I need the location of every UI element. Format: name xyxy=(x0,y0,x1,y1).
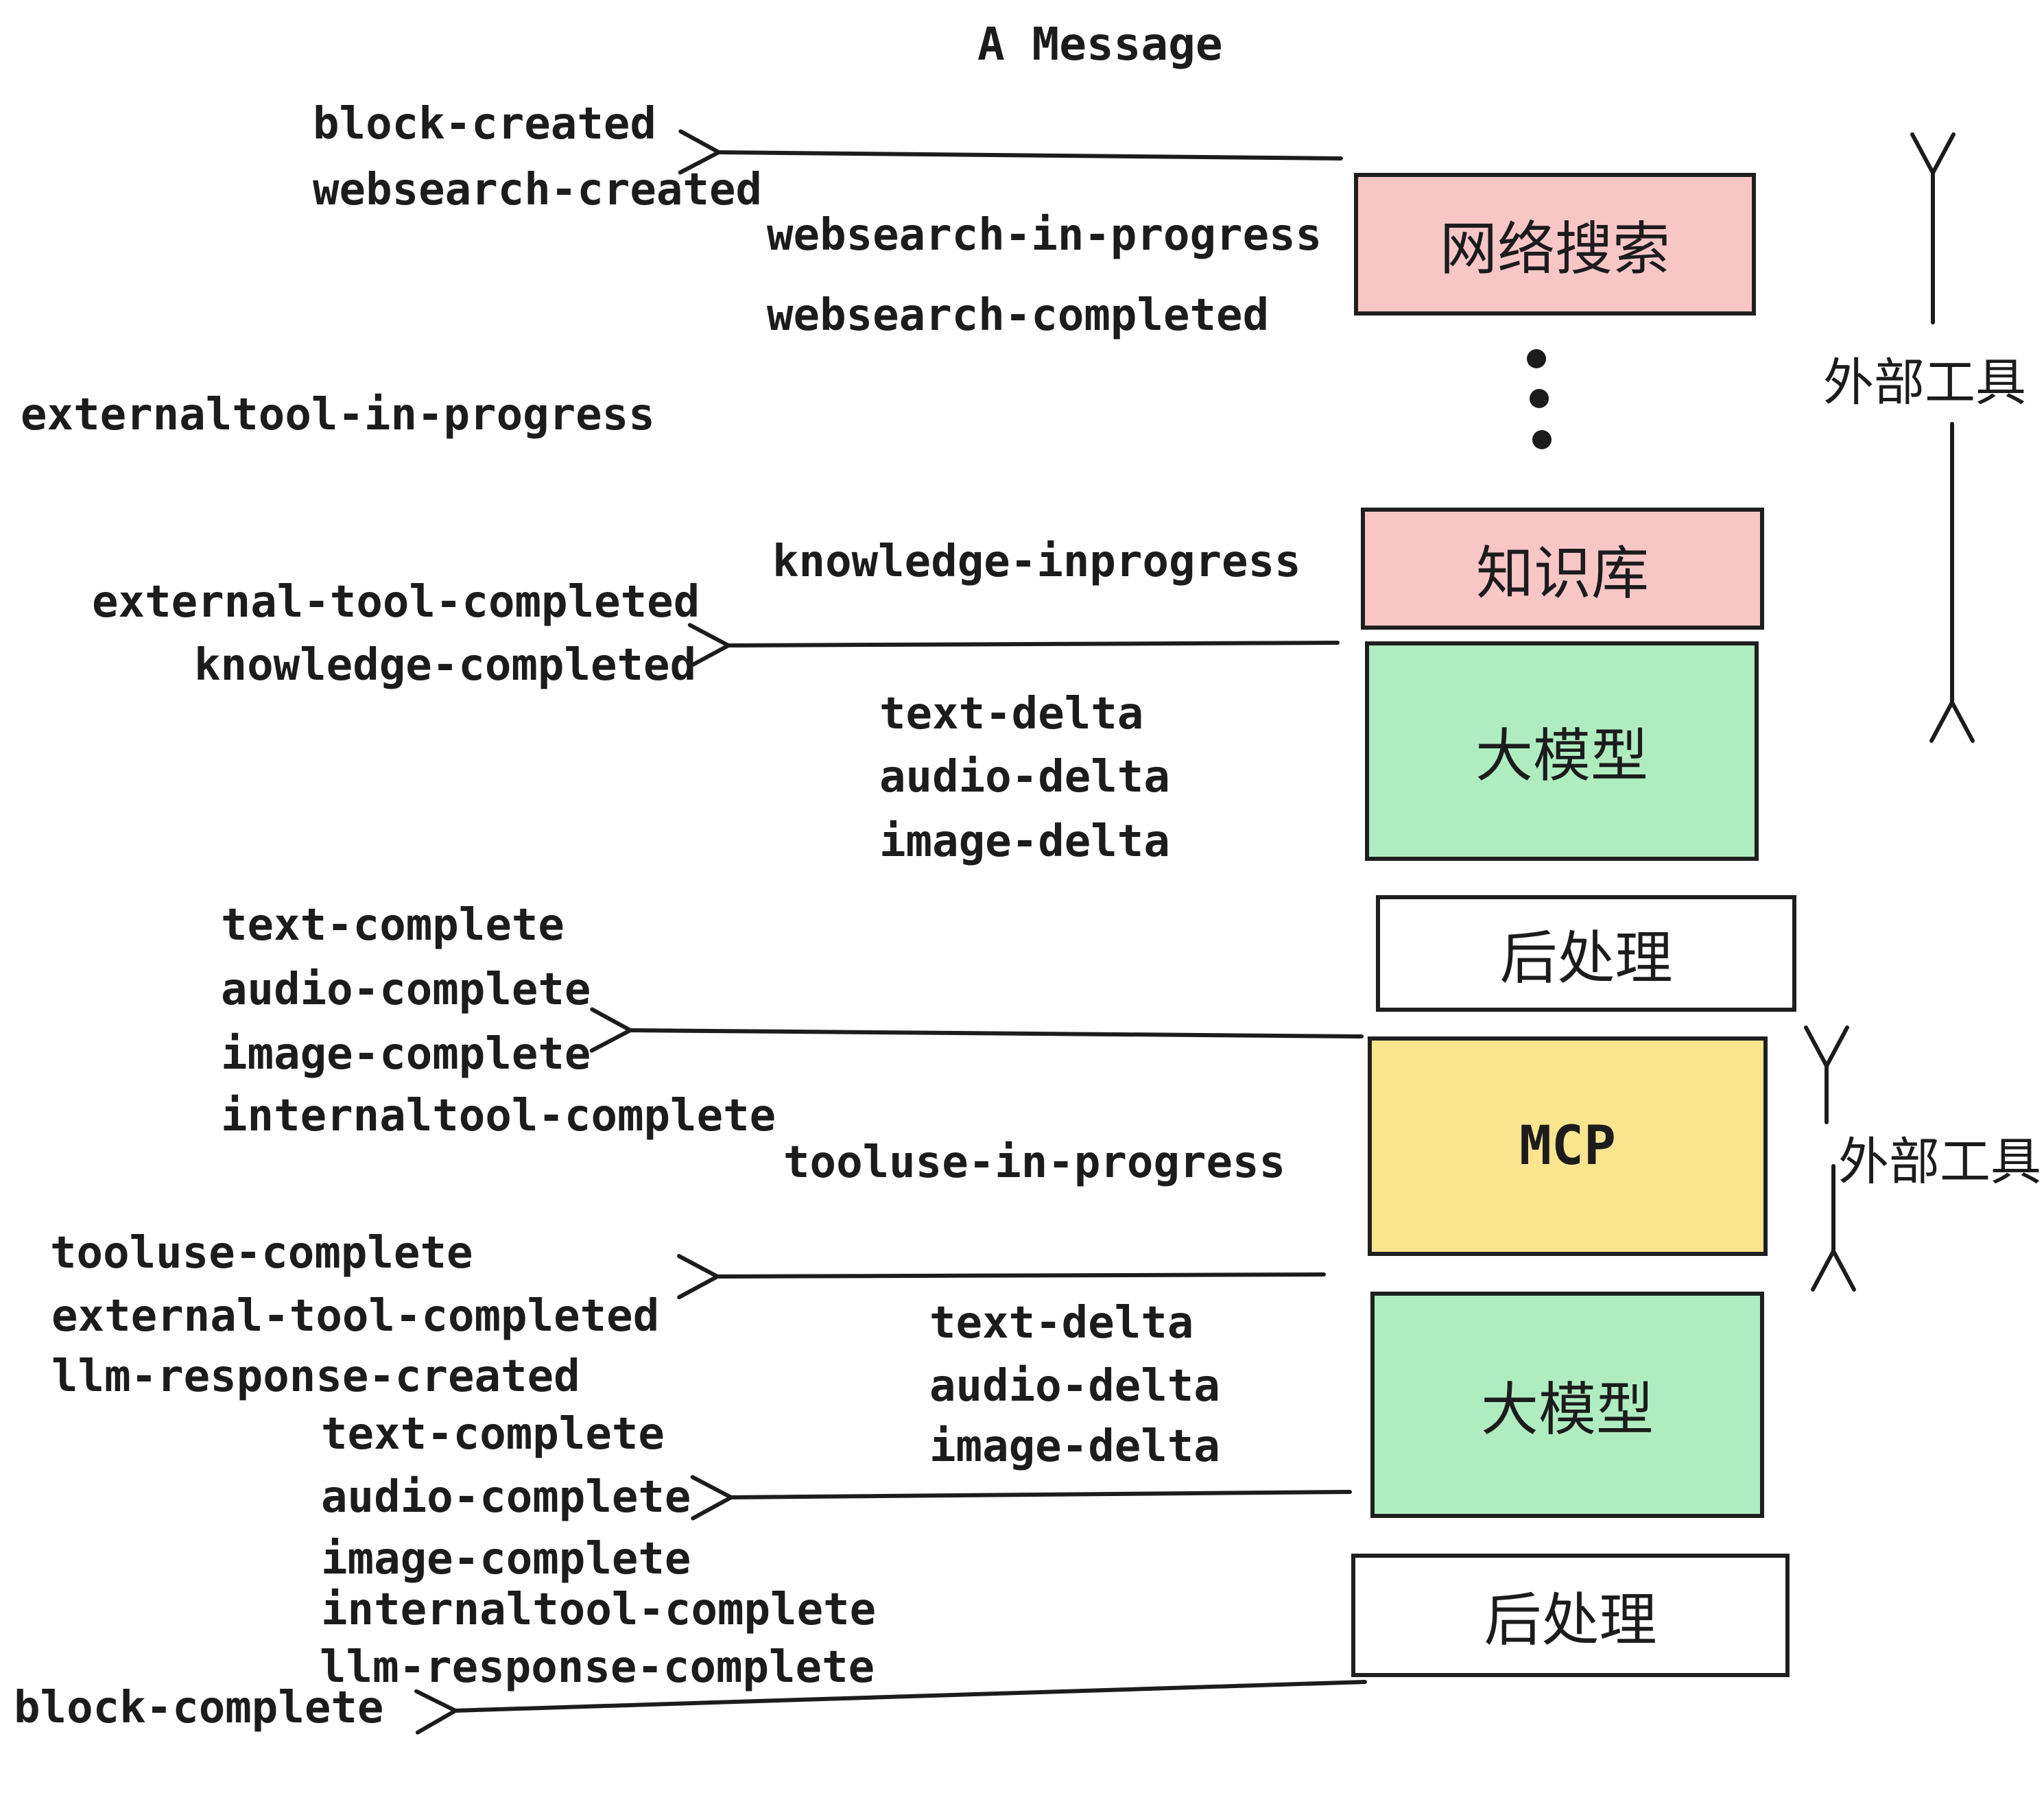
event-label-block-created: block-created xyxy=(313,99,656,150)
event-label-external-tool-completed-2: external-tool-completed xyxy=(51,1291,660,1342)
event-label-externaltool-in-progress: externaltool-in-progress xyxy=(21,390,655,440)
event-label-audio-complete-1: audio-complete xyxy=(221,964,591,1015)
event-label-text-complete-2: text-complete xyxy=(321,1409,665,1460)
event-label-external-tool-completed-1: external-tool-completed xyxy=(92,577,700,628)
event-label-image-complete-2: image-complete xyxy=(321,1534,691,1585)
box-llm-2: 大模型 xyxy=(1370,1292,1764,1518)
arrow-to-image-complete xyxy=(589,1007,1364,1053)
box-websearch-label: 网络搜索 xyxy=(1439,215,1670,283)
external-tools-annotation-mcp: 外部工具 xyxy=(1838,1132,2041,1191)
box-mcp: MCP xyxy=(1368,1036,1768,1256)
ellipsis-dots xyxy=(1527,349,1552,449)
event-label-tooluse-complete: tooluse-complete xyxy=(50,1228,473,1279)
event-label-internaltool-complete-2: internaltool-complete xyxy=(321,1585,877,1635)
arrow-to-audio-complete xyxy=(690,1475,1352,1521)
box-postprocess-2-label: 后处理 xyxy=(1484,1586,1657,1654)
arrow-to-block-created xyxy=(678,129,1343,175)
event-label-block-complete: block-complete xyxy=(14,1683,384,1733)
box-knowledge-label: 知识库 xyxy=(1475,539,1649,607)
box-mcp-label: MCP xyxy=(1519,1115,1616,1177)
event-label-audio-delta-1: audio-delta xyxy=(879,752,1170,803)
box-llm-1-label: 大模型 xyxy=(1475,722,1648,790)
box-websearch: 网络搜索 xyxy=(1354,173,1756,316)
box-llm-2-label: 大模型 xyxy=(1480,1375,1654,1443)
event-label-audio-delta-2: audio-delta xyxy=(929,1361,1220,1412)
event-label-websearch-in-progress: websearch-in-progress xyxy=(767,210,1322,261)
event-label-text-delta-1: text-delta xyxy=(879,689,1144,739)
event-label-websearch-created: websearch-created xyxy=(313,165,763,215)
event-label-image-delta-1: image-delta xyxy=(879,816,1170,867)
event-label-tooluse-in-progress: tooluse-in-progress xyxy=(783,1137,1286,1188)
event-label-internaltool-complete-1: internaltool-complete xyxy=(221,1091,776,1141)
arrow-to-tooluse-complete xyxy=(676,1254,1326,1300)
event-label-audio-complete-2: audio-complete xyxy=(321,1472,691,1523)
box-llm-1: 大模型 xyxy=(1365,641,1759,861)
event-label-websearch-completed: websearch-completed xyxy=(767,290,1270,341)
event-label-knowledge-inprogress: knowledge-inprogress xyxy=(772,536,1301,587)
event-label-image-complete-1: image-complete xyxy=(221,1029,591,1080)
box-postprocess-1: 后处理 xyxy=(1376,895,1796,1012)
diagram-title: A Message xyxy=(977,18,1223,71)
event-label-image-delta-2: image-delta xyxy=(929,1421,1220,1472)
event-label-text-complete-1: text-complete xyxy=(221,900,565,951)
box-postprocess-2: 后处理 xyxy=(1351,1554,1790,1677)
event-label-knowledge-completed: knowledge-completed xyxy=(194,640,697,691)
box-postprocess-1-label: 后处理 xyxy=(1499,924,1673,992)
external-tools-annotation-top: 外部工具 xyxy=(1823,353,2026,412)
arrow-to-block-complete xyxy=(414,1680,1367,1735)
event-label-text-delta-2: text-delta xyxy=(929,1298,1194,1349)
box-knowledge: 知识库 xyxy=(1361,508,1764,630)
event-label-llm-response-complete: llm-response-complete xyxy=(320,1642,875,1693)
event-label-llm-response-created: llm-response-created xyxy=(51,1351,580,1402)
arrow-to-knowledge-completed xyxy=(687,623,1340,669)
